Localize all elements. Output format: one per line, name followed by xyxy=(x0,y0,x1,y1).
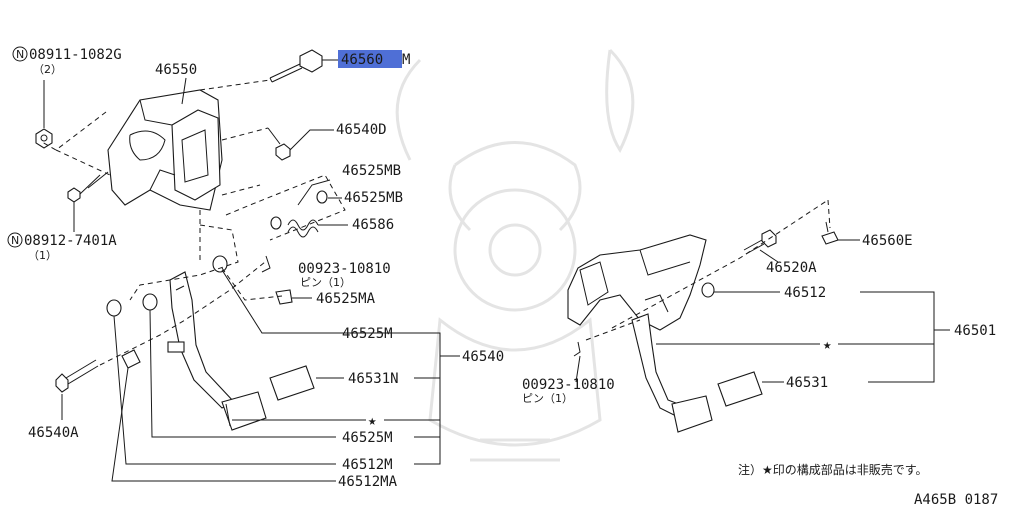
bolt-46560m-drawing xyxy=(269,49,323,83)
label-46586[interactable]: 46586 xyxy=(352,217,394,233)
note-text: 注）★印の構成部品は非販売です。 xyxy=(738,462,928,477)
nut-08911-drawing xyxy=(35,128,53,149)
guide-lines-left xyxy=(41,79,346,366)
label-top-bolt[interactable]: 46560 xyxy=(341,52,383,68)
label-46540[interactable]: 46540 xyxy=(462,349,504,365)
leader-lines xyxy=(43,59,950,482)
pad-46531-drawing xyxy=(717,371,763,407)
guide-lines-right xyxy=(585,199,831,341)
label-nut-code[interactable]: 08911-1082G xyxy=(29,47,122,63)
n-marker-bolt-icon: N xyxy=(7,232,23,248)
bushing-46525m-drawing xyxy=(212,255,228,273)
label-46525m-2[interactable]: 46525M xyxy=(342,430,393,446)
label-46531[interactable]: 46531 xyxy=(786,375,828,391)
label-46560e[interactable]: 46560E xyxy=(862,233,913,249)
label-46525ma[interactable]: 46525MA xyxy=(316,291,376,307)
bushing-46512-drawing xyxy=(701,282,715,298)
bushing-46525m-lower-drawing xyxy=(142,293,158,311)
label-46512ma[interactable]: 46512MA xyxy=(338,474,398,490)
bushing-46512m-drawing xyxy=(106,299,122,317)
n-marker-nut-icon: N xyxy=(12,46,28,62)
label-nut-qty: （2） xyxy=(33,63,62,76)
diagram-code: A465B 0187 xyxy=(914,492,998,508)
label-pin-right[interactable]: 00923-10810 xyxy=(522,377,615,393)
label-top-bolt-suffix: M xyxy=(402,52,410,68)
label-46540d[interactable]: 46540D xyxy=(336,122,387,138)
pin-left-drawing xyxy=(261,255,271,273)
pedal-pad-right-drawing xyxy=(671,395,713,433)
pad-46531n-drawing xyxy=(269,365,315,401)
label-46525m-1[interactable]: 46525M xyxy=(342,326,393,342)
label-46512m[interactable]: 46512M xyxy=(342,457,393,473)
label-pin-left[interactable]: 00923-10810 xyxy=(298,261,391,277)
label-pin-right-sub: ピン（1） xyxy=(522,392,573,405)
label-46525mb-2[interactable]: 46525MB xyxy=(344,190,403,206)
bolt-08912-drawing xyxy=(67,171,109,203)
bolt-46540d-drawing xyxy=(267,127,291,161)
label-pin-left-sub: ピン（1） xyxy=(300,276,351,289)
label-bracket-46550[interactable]: 46550 xyxy=(155,62,197,78)
pin-right-drawing xyxy=(573,341,581,357)
bracket-right-drawing xyxy=(567,234,707,331)
bushing-46512ma-drawing xyxy=(121,349,141,369)
watermark-emblem xyxy=(395,48,635,462)
label-46512[interactable]: 46512 xyxy=(784,285,826,301)
label-46501[interactable]: 46501 xyxy=(954,323,996,339)
label-46531n[interactable]: 46531N xyxy=(348,371,399,387)
label-46540a[interactable]: 46540A xyxy=(28,425,79,441)
pedal-arm-left-drawing xyxy=(167,271,235,409)
bolt-46540a-drawing xyxy=(55,359,99,393)
bushings-46525mb-drawing xyxy=(270,190,328,230)
highlight-46560 xyxy=(338,50,402,68)
label-46525mb-1[interactable]: 46525MB xyxy=(342,163,401,179)
clip-46560e-drawing xyxy=(821,221,839,245)
star-right: ★ xyxy=(823,337,832,353)
bracket-46550-drawing xyxy=(107,89,223,211)
label-46520a[interactable]: 46520A xyxy=(766,260,817,276)
label-bolt-qty: （1） xyxy=(28,249,57,262)
star-left: ★ xyxy=(368,413,377,429)
clip-46525ma-drawing xyxy=(275,289,293,305)
spring-46586-drawing xyxy=(287,219,319,238)
label-bolt-code[interactable]: 08912-7401A xyxy=(24,233,117,249)
svg-text:N: N xyxy=(16,48,24,61)
svg-text:N: N xyxy=(11,234,19,247)
